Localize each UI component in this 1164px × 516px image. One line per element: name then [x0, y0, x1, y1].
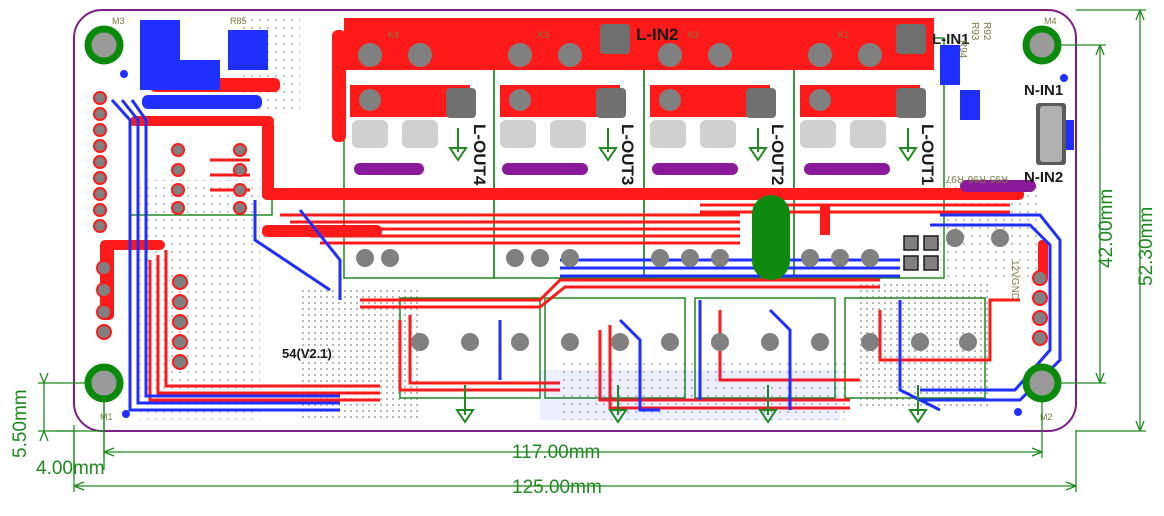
- switch-pads: [903, 235, 939, 271]
- silk-k4: K4: [388, 30, 399, 40]
- label-l-out1: L-OUT1: [918, 124, 937, 185]
- dim-117: 117.00mm: [512, 442, 600, 463]
- label-l-out4: L-OUT4: [470, 124, 489, 186]
- mount-hole-m2: [1022, 363, 1062, 403]
- mount-hole-m1: [84, 363, 124, 403]
- silk-r93: R93: [969, 22, 980, 41]
- silk-r94: R94: [957, 40, 968, 59]
- dim-52-3: 52.30mm: [1136, 207, 1157, 286]
- silk-k2: K2: [688, 30, 699, 40]
- silk-k3: K3: [538, 30, 549, 40]
- relay-pads: [352, 24, 1009, 351]
- label-m2: M2: [1040, 412, 1053, 422]
- silk-12vgnd: 12VGND: [1009, 260, 1020, 300]
- silk-r92: R92: [981, 22, 992, 41]
- silk-k1: K1: [838, 30, 849, 40]
- dim-42: 42.00mm: [1096, 189, 1117, 268]
- dimension-lines: [38, 9, 1146, 492]
- direction-arrows: [448, 128, 928, 424]
- silk-bars: [354, 103, 1066, 192]
- label-m4: M4: [1044, 16, 1057, 26]
- label-l-in1: L-IN1: [932, 31, 970, 48]
- silk-r85: R85: [230, 16, 247, 26]
- dim-125: 125.00mm: [512, 477, 602, 498]
- label-n-in1: N-IN1: [1024, 82, 1063, 99]
- label-version: 54(V2.1): [282, 346, 332, 361]
- mount-hole-m3: [84, 25, 124, 65]
- label-n-in2: N-IN2: [1024, 169, 1063, 186]
- label-l-in2: L-IN2: [636, 25, 679, 44]
- crystal-oscillator: [752, 195, 790, 280]
- fiducials: [120, 70, 1068, 418]
- mount-hole-m4: [1022, 25, 1062, 65]
- label-m3: M3: [112, 16, 125, 26]
- label-m1: M1: [100, 412, 113, 422]
- silk-r95: R95: [989, 173, 1008, 184]
- dim-4: 4.00mm: [36, 458, 105, 479]
- silk-r96: R96: [967, 173, 986, 184]
- dim-5-5: 5.50mm: [10, 389, 31, 458]
- bottom-signal-traces: [110, 98, 1062, 412]
- label-l-out2: L-OUT2: [768, 124, 787, 185]
- silk-r97: R97: [945, 173, 964, 184]
- header-pins: [93, 91, 1048, 370]
- label-l-out3: L-OUT3: [618, 124, 637, 185]
- top-signal-traces: [148, 158, 1020, 410]
